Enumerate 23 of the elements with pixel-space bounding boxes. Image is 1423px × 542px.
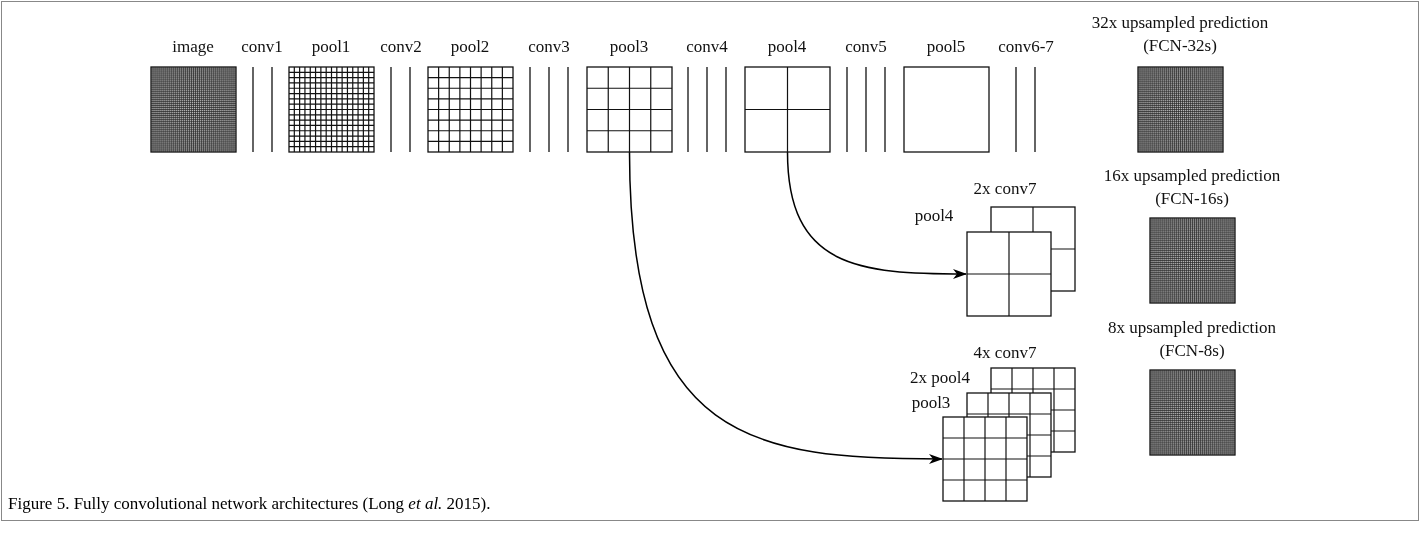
layer-label: pool3	[609, 36, 649, 58]
layer-label: 16x upsampled prediction (FCN-16s)	[1102, 165, 1282, 210]
layer-label: conv1	[241, 36, 283, 58]
layer-label: conv4	[686, 36, 728, 58]
layer-label: pool2	[450, 36, 490, 58]
layer-label: conv3	[528, 36, 570, 58]
layer-label: image	[172, 36, 214, 58]
layer-label: pool5	[926, 36, 966, 58]
curved-arrow	[786, 151, 967, 279]
layer-label: conv2	[380, 36, 422, 58]
layer-label: 2x pool4	[910, 367, 970, 389]
layer-label: 2x conv7	[973, 178, 1037, 200]
layer-label: 32x upsampled prediction (FCN-32s)	[1090, 12, 1270, 57]
layer-label: conv5	[845, 36, 887, 58]
curved-arrow	[628, 151, 943, 464]
layer-label: 8x upsampled prediction (FCN-8s)	[1106, 317, 1278, 362]
layer-label: pool4	[914, 205, 954, 227]
layer-label: pool1	[311, 36, 351, 58]
layer-label: pool3	[911, 392, 951, 414]
figure-caption: Figure 5. Fully convolutional network architectures (Long et al. 2015).	[8, 494, 491, 514]
layer-label: 4x conv7	[973, 342, 1037, 364]
layer-label: pool4	[767, 36, 807, 58]
layer-label: conv6-7	[998, 36, 1054, 58]
